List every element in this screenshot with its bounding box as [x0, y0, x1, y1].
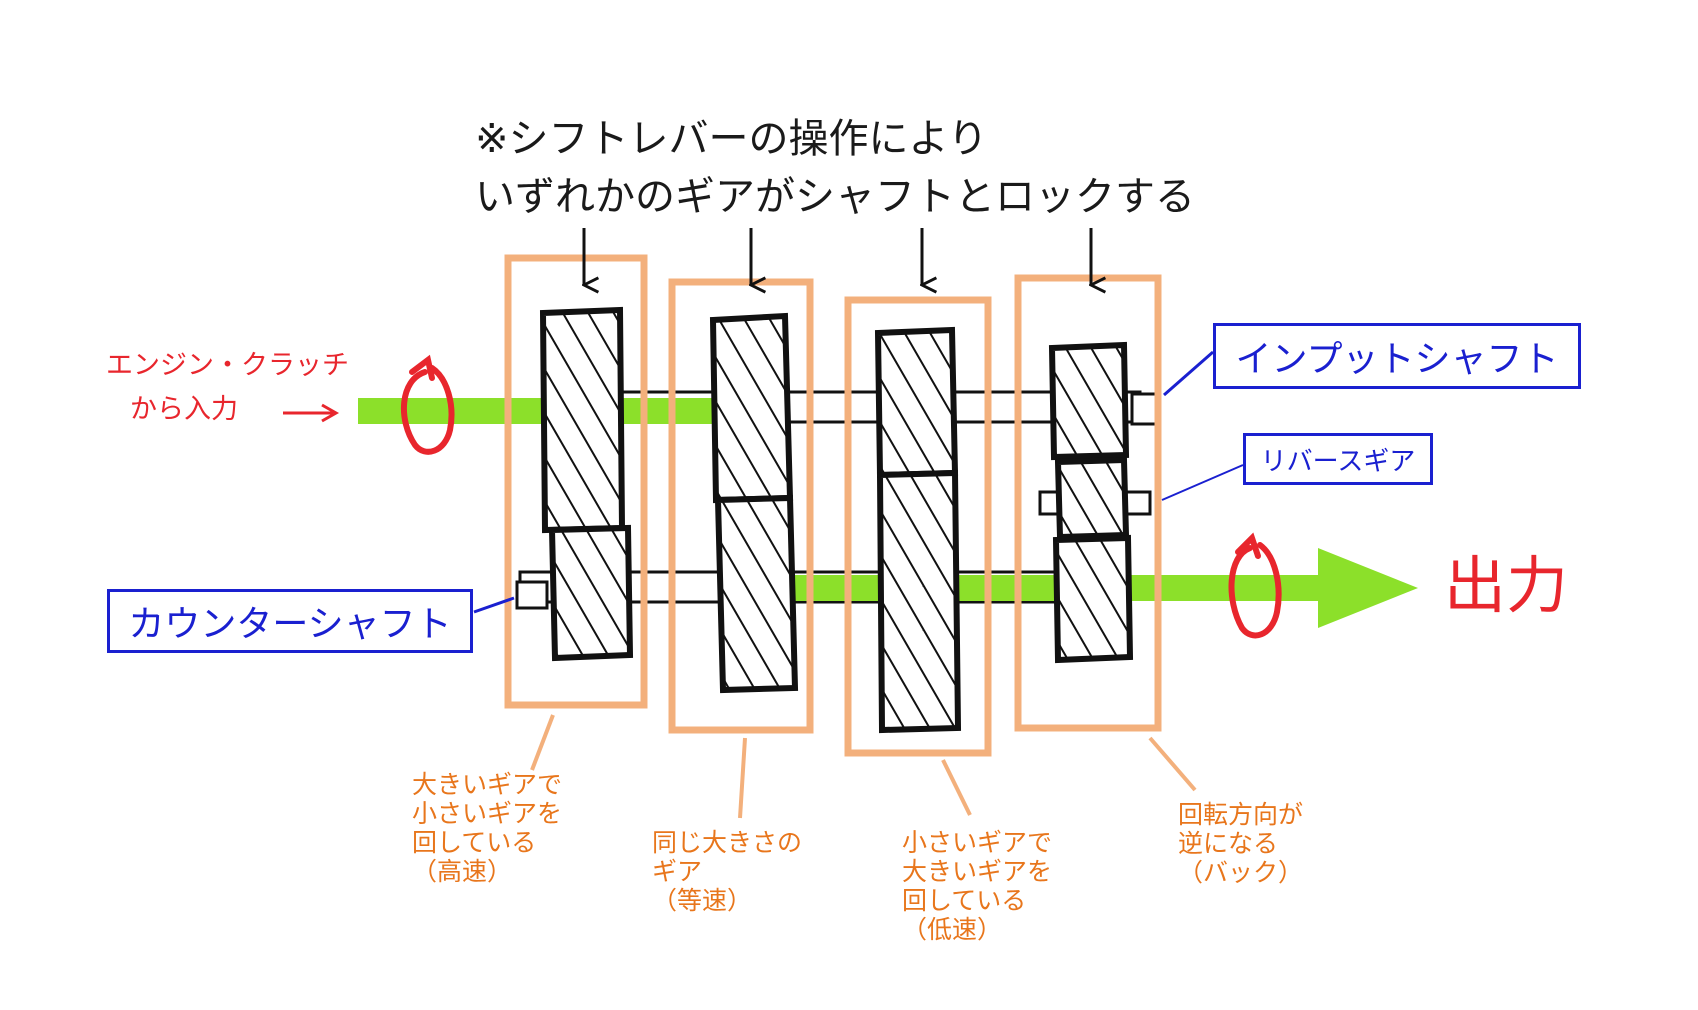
gear-note-low-line-2: 大きいギアを — [902, 857, 1053, 886]
gear-set-boxes — [504, 254, 1162, 757]
note-connectors — [530, 714, 1197, 819]
input-label: エンジン・クラッチ から入力 — [106, 344, 349, 432]
gear-note-equal: 同じ大きさの ギア （等速） — [652, 828, 802, 915]
reverse-gear-label: リバースギア — [1243, 433, 1433, 485]
gear-note-low-line-4: （低速） — [902, 915, 1003, 944]
gear-note-reverse: 回転方向が 逆になる （バック） — [1178, 800, 1303, 887]
gear-note-high-line-4: （高速） — [412, 857, 513, 886]
gear-note-reverse-line-3: （バック） — [1178, 858, 1304, 887]
gear-note-low-line-1: 小さいギアで — [902, 828, 1053, 857]
gear-note-high-line-2: 小さいギアを — [412, 799, 563, 828]
lock-arrows — [584, 228, 1091, 285]
output-arrowhead — [1318, 548, 1418, 628]
gear-note-equal-line-1: 同じ大きさの — [652, 828, 803, 857]
gear-note-low-line-3: 回している — [902, 886, 1027, 915]
input-arrow-icon — [283, 403, 340, 423]
gear-note-high-line-1: 大きいギアで — [412, 770, 563, 799]
heading-line-2: いずれかのギアがシャフトとロックする — [475, 174, 1195, 220]
gear-2-counter — [714, 494, 799, 694]
output-label: 出力 — [1444, 549, 1569, 622]
gear-set-box-equal — [668, 278, 814, 734]
gear-note-reverse-line-2: 逆になる — [1178, 829, 1279, 858]
input-label-line-1: エンジン・クラッチ — [106, 350, 349, 381]
gear-1-input — [539, 306, 626, 534]
output-rotation-icon — [1228, 532, 1282, 639]
counter-shaft-label: カウンターシャフト — [107, 589, 473, 653]
shaft-label-connectors — [473, 350, 1244, 614]
input-rotation-icon — [400, 354, 455, 455]
gear-note-equal-line-3: （等速） — [652, 886, 753, 915]
gear-3-counter — [876, 469, 962, 734]
gears — [539, 306, 1134, 734]
input-shaft-label: インプットシャフト — [1213, 323, 1581, 389]
gear-note-low: 小さいギアで 大きいギアを 回している （低速） — [902, 828, 1052, 944]
gear-2-input — [709, 312, 794, 504]
gear-note-equal-line-2: ギア — [652, 857, 703, 886]
input-label-line-2: から入力 — [130, 394, 238, 425]
heading-line-1: ※シフトレバーの操作により — [475, 116, 988, 162]
gear-set-box-reverse — [1014, 274, 1162, 732]
gear-set-box-high — [504, 254, 648, 709]
gear-4-input — [1048, 341, 1130, 461]
gear-note-reverse-line-1: 回転方向が — [1178, 800, 1304, 829]
gear-4-counter — [1052, 534, 1134, 664]
gear-4-reverse-idler — [1054, 456, 1130, 541]
gear-1-counter — [548, 524, 634, 662]
gear-note-high-line-3: 回している — [412, 828, 537, 857]
diagram-heading: ※シフトレバーの操作により いずれかのギアがシャフトとロックする — [475, 110, 1195, 226]
gear-note-high: 大きいギアで 小さいギアを 回している （高速） — [412, 770, 562, 886]
gear-3-input — [874, 326, 959, 479]
gear-set-box-low — [844, 296, 992, 757]
